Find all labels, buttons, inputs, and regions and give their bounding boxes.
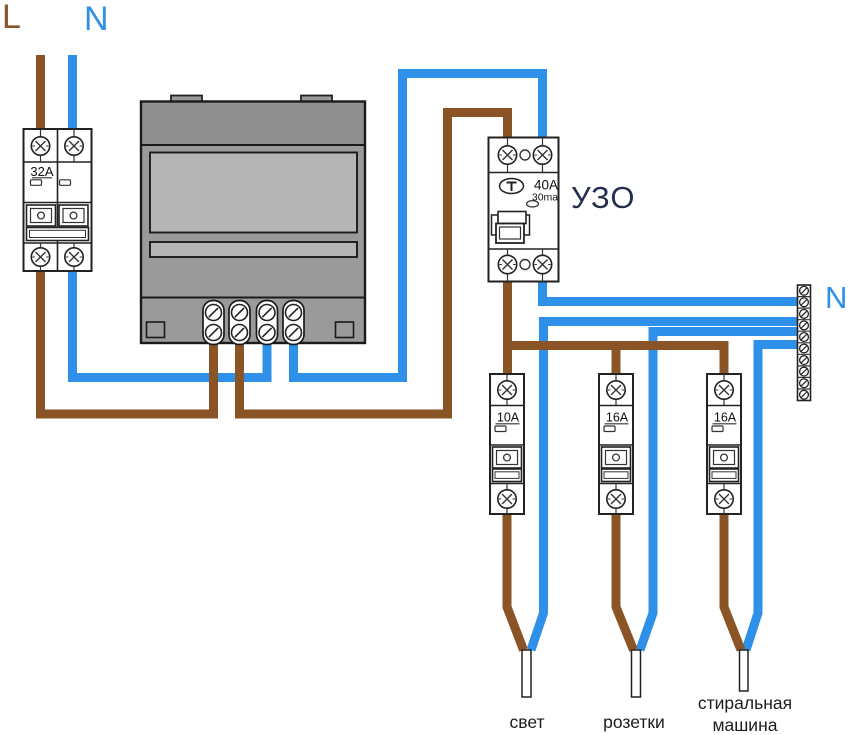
cable-washer bbox=[738, 649, 749, 692]
branch-breaker-light: 10A bbox=[489, 373, 525, 515]
screw-terminal-icon bbox=[713, 379, 735, 401]
branch-breaker-washer: 16A bbox=[706, 373, 742, 515]
breaker-bar-icon bbox=[491, 468, 523, 483]
branch-breaker-sockets: 16A bbox=[598, 373, 634, 515]
circuit-label-washer-line2: машина bbox=[713, 715, 778, 735]
rcd-label: УЗО bbox=[571, 180, 636, 215]
breaker-sockets-rating: 16A bbox=[606, 411, 629, 425]
screw-terminal-icon bbox=[798, 285, 810, 296]
screw-terminal-icon bbox=[605, 379, 627, 401]
screw-terminal-icon bbox=[798, 389, 810, 400]
line-wires bbox=[36, 55, 746, 652]
breaker-bar-icon bbox=[708, 468, 740, 483]
circuit-label-sockets: розетки bbox=[603, 712, 665, 732]
neutral-wire-bus-to-sockets bbox=[635, 327, 798, 652]
screw-terminal-icon bbox=[798, 343, 810, 354]
breaker-toggle-icon bbox=[600, 446, 632, 469]
rcd-leakage-rating: 30ma bbox=[532, 192, 558, 204]
screw-terminal-icon bbox=[798, 297, 810, 308]
screw-terminal-icon bbox=[30, 136, 51, 156]
screw-terminal-icon bbox=[497, 145, 518, 165]
supply-line-label: L bbox=[2, 0, 21, 36]
supply-neutral-label: N bbox=[84, 0, 109, 38]
cable-light bbox=[521, 649, 532, 698]
breaker-toggle-icon bbox=[491, 446, 523, 469]
screw-terminal-icon bbox=[284, 323, 303, 342]
neutral-wire-breaker-to-meter bbox=[68, 268, 272, 382]
neutral-wire-rcd-to-bus bbox=[538, 278, 798, 306]
screw-terminal-icon bbox=[30, 247, 51, 268]
rcd-toggle-icon bbox=[490, 210, 531, 244]
neutral-wire-bus-to-light bbox=[526, 317, 798, 652]
screw-terminal-icon bbox=[532, 145, 553, 165]
screw-terminal-icon bbox=[532, 254, 553, 275]
screw-terminal-icon bbox=[497, 254, 518, 275]
breaker-toggle-icon bbox=[708, 446, 740, 469]
meter-terminals bbox=[202, 299, 305, 346]
neutral-wire-meter-to-rcd bbox=[289, 69, 547, 382]
rcd-current-rating: 40A bbox=[534, 178, 558, 193]
screw-terminal-icon bbox=[496, 488, 518, 510]
screw-terminal-icon bbox=[284, 303, 303, 322]
screw-terminal-icon bbox=[496, 379, 518, 401]
neutral-busbar bbox=[796, 284, 812, 402]
screw-terminal-icon bbox=[64, 247, 84, 268]
electric-meter bbox=[139, 94, 367, 346]
screw-terminal-icon bbox=[798, 331, 810, 343]
screw-terminal-icon bbox=[204, 323, 223, 342]
line-wire-sockets-out bbox=[611, 512, 638, 652]
meter-display bbox=[149, 151, 358, 234]
breaker-washer-rating: 16A bbox=[714, 411, 737, 425]
screw-terminal-icon bbox=[798, 366, 810, 377]
screw-terminal-icon bbox=[798, 378, 810, 389]
line-wire-washer-out bbox=[719, 512, 746, 652]
breaker-bar-icon bbox=[600, 468, 632, 483]
busbar-neutral-label: N bbox=[825, 280, 847, 315]
main-breaker-rating: 32A bbox=[30, 164, 53, 179]
screw-terminal-icon bbox=[258, 323, 276, 342]
screw-terminal-icon bbox=[798, 320, 810, 331]
screw-terminal-icon bbox=[798, 308, 810, 319]
screw-terminal-icon bbox=[204, 303, 223, 322]
breaker-toggle-icon bbox=[25, 204, 57, 227]
screw-terminal-icon bbox=[713, 488, 735, 510]
circuit-label-washer-line1: стиральная bbox=[698, 693, 792, 713]
neutral-wire-bus-to-washer bbox=[741, 340, 798, 652]
line-wire-breaker-to-meter bbox=[36, 268, 218, 419]
screw-terminal-icon bbox=[798, 355, 810, 366]
screw-terminal-icon bbox=[258, 303, 276, 322]
screw-terminal-icon bbox=[230, 323, 249, 342]
screw-terminal-icon bbox=[230, 303, 249, 322]
neutral-wires bbox=[68, 55, 798, 652]
line-wire-distribution-rail bbox=[507, 341, 729, 376]
circuit-label-light: свет bbox=[509, 712, 544, 732]
screw-terminal-icon bbox=[64, 136, 84, 156]
breaker-light-rating: 10A bbox=[497, 411, 520, 425]
rcd-device: 40A 30ma bbox=[487, 136, 560, 283]
rcd-test-button-icon bbox=[498, 177, 525, 195]
line-wire-light-out bbox=[502, 512, 528, 652]
main-breaker: 32A bbox=[22, 128, 93, 272]
line-wire-meter-to-rcd bbox=[235, 108, 512, 419]
screw-terminal-icon bbox=[605, 488, 627, 510]
breaker-toggle-icon bbox=[58, 204, 89, 227]
cable-sockets bbox=[630, 649, 642, 698]
